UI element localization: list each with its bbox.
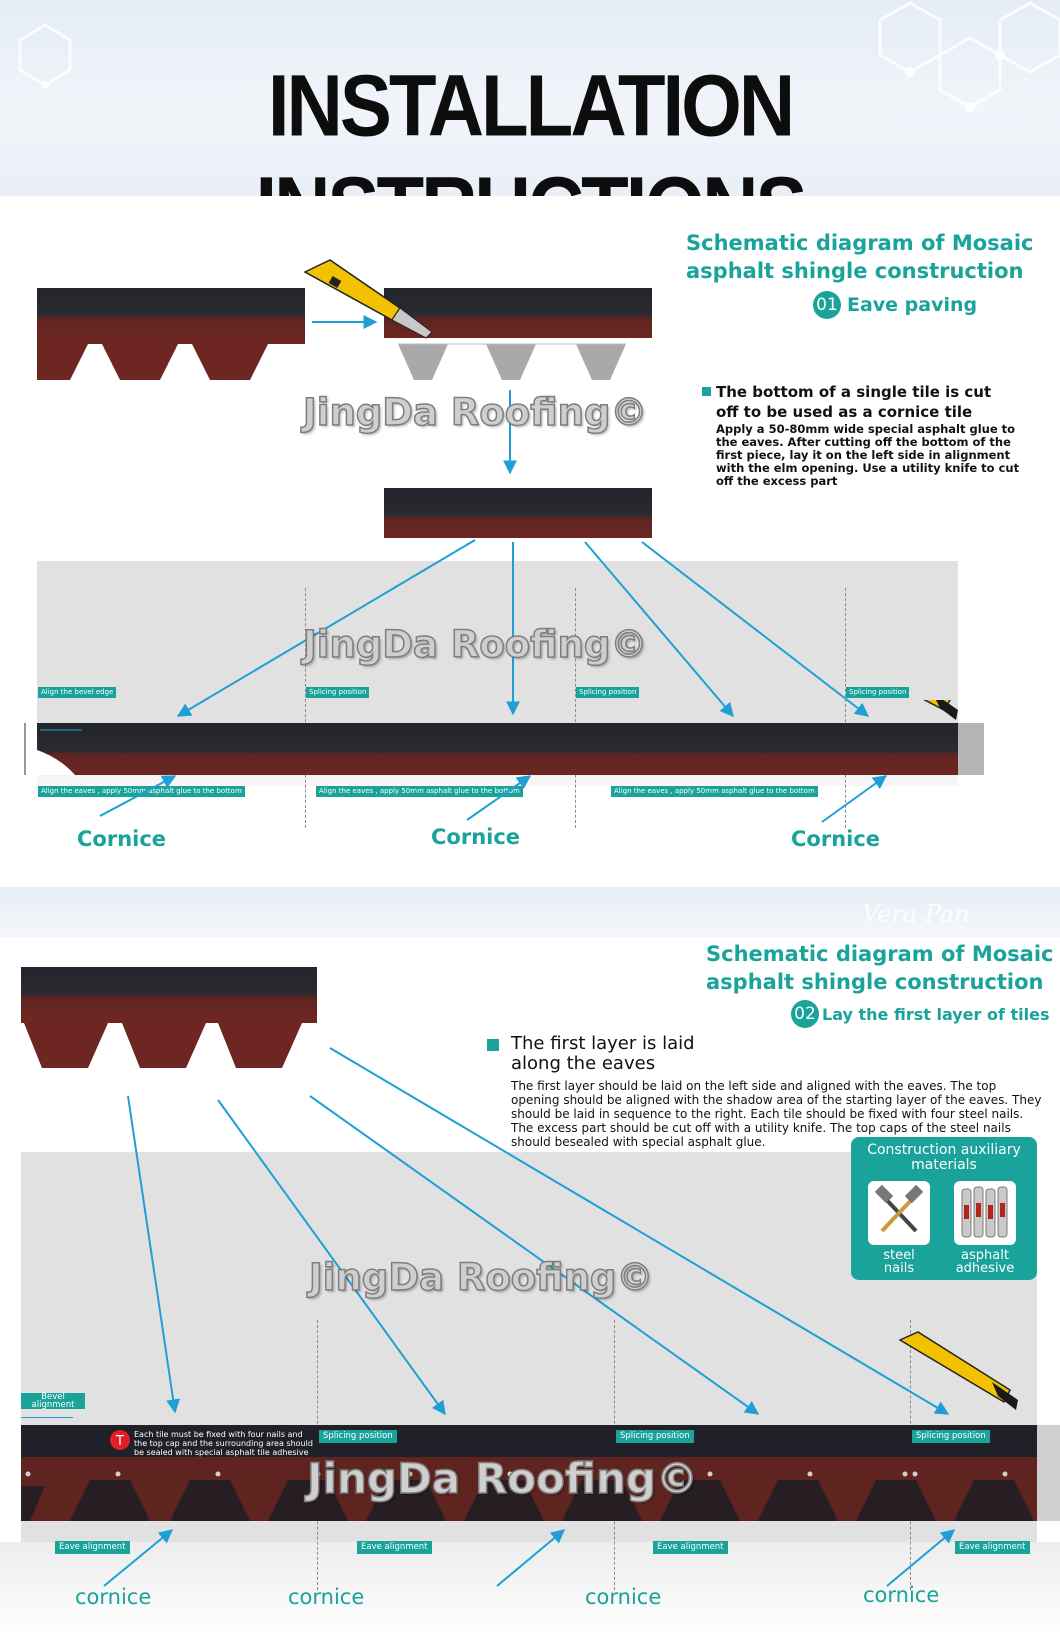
bevel-alignment-tag: Bevel alignment: [21, 1393, 85, 1409]
bevel-line2: alignment: [31, 1400, 75, 1410]
utility-knife-icon: [303, 259, 433, 339]
note2-body-line2: opening should be aligned with the shado…: [511, 1093, 1042, 1107]
section1-title-line1: Schematic diagram of Mosaic: [686, 231, 1034, 255]
watermark: JingDa Roofing©: [306, 1453, 698, 1504]
cornice-label: Cornice: [77, 827, 167, 851]
warning-icon: [110, 1430, 130, 1450]
step-number: 02: [791, 1000, 819, 1028]
asphalt-adhesive-icon: [954, 1181, 1016, 1245]
fix-note-line1: Each tile must be fixed with four nails …: [134, 1430, 303, 1439]
tag-splicing-position: Splicing position: [616, 1430, 694, 1443]
tag-splicing-position: Splicing position: [912, 1430, 990, 1443]
splice-line: [575, 588, 576, 828]
section2-step-badge: 02 Lay the first layer of tiles: [791, 1000, 1050, 1028]
aux-label-adhesive: asphalt adhesive: [954, 1249, 1016, 1275]
signature: Vera Pan: [862, 900, 970, 928]
aux-title-line2: materials: [911, 1157, 977, 1173]
tag-splicing-position: Splicing position: [306, 687, 370, 698]
utility-knife-icon: [923, 700, 958, 720]
tag-eave-alignment: Eave alignment: [357, 1541, 432, 1554]
note2-body-line5: should besealed with special asphalt glu…: [511, 1135, 766, 1149]
note1-body-line5: off the excess part: [716, 474, 838, 488]
steel-nails-icon: [868, 1181, 930, 1245]
tag-align-eaves: Align the eaves , apply 50mm asphalt glu…: [316, 786, 523, 797]
tag-splicing-position: Splicing position: [319, 1430, 397, 1443]
note1-title-line1: The bottom of a single tile is cut: [716, 383, 992, 401]
cornice-label: cornice: [863, 1583, 940, 1607]
aux-title: Construction auxiliary materials: [851, 1143, 1037, 1173]
tag-eave-alignment: Eave alignment: [653, 1541, 728, 1554]
bullet-square: [487, 1039, 499, 1051]
watermark: JingDa Roofing©: [302, 390, 648, 435]
note2-body-line3: should be laid in sequence to the right.…: [511, 1107, 1024, 1121]
note1-body-line3: first piece, lay it on the left side in …: [716, 448, 1011, 462]
tag-splicing-position: Splicing position: [846, 687, 910, 698]
aux-label-steel-nails: steel nails: [883, 1248, 915, 1276]
watermark: JingDa Roofing©: [308, 1255, 654, 1300]
note1-body-line1: Apply a 50-80mm wide special asphalt glu…: [716, 422, 1016, 436]
bevel-line1: Bevel: [41, 1392, 65, 1402]
fix-note-line3: be sealed with special asphalt tile adhe…: [134, 1448, 309, 1457]
eave-strip-diagram: [24, 700, 984, 775]
utility-knife-icon: [898, 1331, 1018, 1410]
bullet-square: [702, 387, 711, 396]
splice-line: [305, 588, 306, 828]
aux-title-line1: Construction auxiliary: [867, 1142, 1021, 1158]
full-shingle: [37, 288, 305, 380]
step-label: Lay the first layer of tiles: [822, 1004, 1050, 1024]
step-number: 01: [813, 291, 841, 319]
aux-label2-line2: adhesive: [955, 1261, 1015, 1276]
cornice-label: cornice: [75, 1585, 152, 1609]
section1-arrows: [99, 539, 888, 823]
single-shingle: [21, 967, 317, 1068]
hexagon-pattern: [18, 1, 1060, 112]
section2-arrows: [103, 1047, 956, 1587]
divider-band: [0, 887, 1060, 937]
note1-title-line2: off to be used as a cornice tile: [716, 403, 973, 421]
note2-title-line2: along the eaves: [511, 1053, 656, 1074]
fix-note: Each tile must be fixed with four nails …: [134, 1430, 314, 1457]
section1-title-line2: asphalt shingle construction: [686, 259, 1024, 283]
cornice-tile: [384, 488, 652, 538]
watermark: JingDa Roofing©: [302, 622, 648, 667]
auxiliary-materials-panel: Construction auxiliary materials steel n…: [851, 1137, 1037, 1280]
first-layer-strip: T: [21, 1425, 1060, 1521]
page-title: INSTALLATION INSTRUCTIONS: [256, 56, 808, 196]
tag-align-eaves: Align the eaves , apply 50mm asphalt glu…: [38, 786, 245, 797]
section1-step-badge: 01 Eave paving: [813, 291, 977, 319]
tag-align-bevel: Align the bevel edge: [38, 687, 117, 698]
cornice-label: Cornice: [431, 825, 521, 849]
step-label: Eave paving: [847, 294, 978, 316]
header-banner: INSTALLATION INSTRUCTIONS: [0, 0, 1060, 196]
section2-title-line2: asphalt shingle construction: [706, 970, 1044, 994]
cornice-label: Cornice: [791, 827, 881, 851]
tag-splicing-position: Splicing position: [576, 687, 640, 698]
splice-line: [845, 588, 846, 828]
note1-body-line4: with the elm opening. Use a utility knif…: [716, 461, 1020, 475]
section2-title-line1: Schematic diagram of Mosaic: [706, 942, 1054, 966]
tag-eave-alignment: Eave alignment: [55, 1541, 130, 1554]
roof-board: [37, 561, 958, 726]
tag-eave-alignment: Eave alignment: [955, 1541, 1030, 1554]
aux-label2-line1: asphalt: [961, 1248, 1009, 1263]
note2-title-line1: The first layer is laid: [511, 1033, 695, 1054]
bevel-guide: [21, 1417, 73, 1418]
note2-body-line4: The excess part should be cut off with a…: [511, 1121, 1011, 1135]
svg-text:T: T: [115, 1434, 124, 1449]
cornice-cut-diagram: [37, 259, 652, 475]
cornice-label: cornice: [585, 1585, 662, 1609]
tag-align-eaves: Align the eaves , apply 50mm asphalt glu…: [611, 786, 818, 797]
fix-note-line2: the top cap and the surrounding area sho…: [134, 1439, 313, 1448]
note1-body-line2: the eaves. After cutting off the bottom …: [716, 435, 1011, 449]
cornice-label: cornice: [288, 1585, 365, 1609]
note2-body-line1: The first layer should be laid on the le…: [511, 1079, 997, 1093]
